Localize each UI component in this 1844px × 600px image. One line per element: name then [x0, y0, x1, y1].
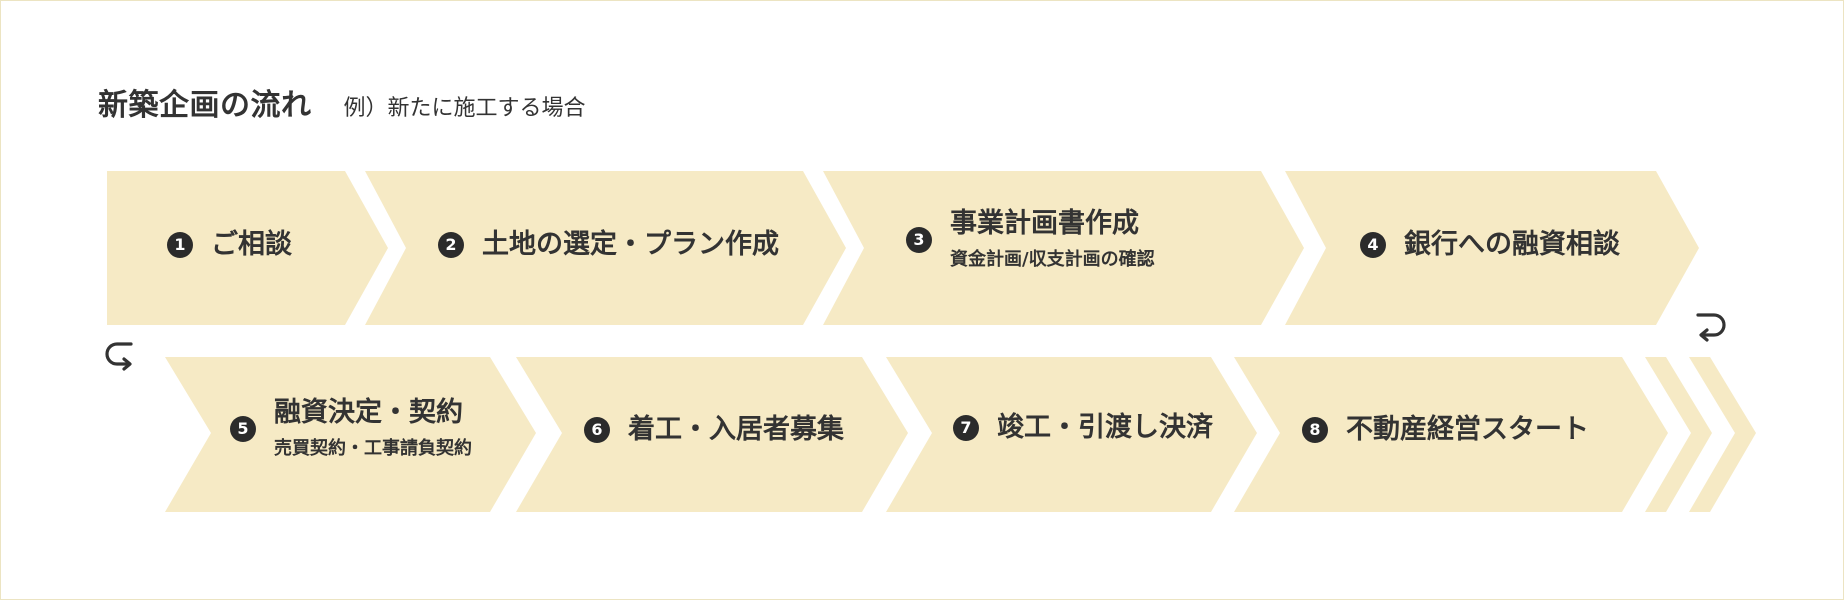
- step-7-shape: [886, 357, 1257, 512]
- step-sublabel: 売買契約・工事請負契約: [274, 438, 472, 460]
- step-label: 不動産経営スタート: [1346, 414, 1589, 445]
- step-3-shape: [823, 171, 1304, 325]
- header: 新築企画の流れ 例）新たに施工する場合: [98, 80, 586, 124]
- return-arrow-icon: [1696, 313, 1726, 342]
- step-number-badge: 3: [906, 226, 932, 253]
- return-arrow-icon: [105, 342, 133, 371]
- step-sublabel: 資金計画/収支計画の確認: [950, 249, 1155, 271]
- step-4-shape: [1285, 171, 1699, 325]
- page-title: 新築企画の流れ: [98, 88, 312, 123]
- step-number-badge: 8: [1302, 416, 1328, 443]
- trailing-chevron-1: [1645, 357, 1712, 512]
- step-8: 8 不動産経営スタート: [1302, 414, 1589, 445]
- step-5: 5 融資決定・契約 売買契約・工事請負契約: [230, 397, 472, 460]
- step-3: 3 事業計画書作成 資金計画/収支計画の確認: [906, 208, 1155, 271]
- step-6: 6 着工・入居者募集: [584, 414, 844, 445]
- step-label: 土地の選定・プラン作成: [482, 229, 779, 260]
- step-2-shape: [365, 171, 846, 325]
- step-number-badge: 4: [1360, 231, 1386, 258]
- step-4: 4 銀行への融資相談: [1360, 229, 1620, 260]
- step-1: 1 ご相談: [167, 229, 292, 260]
- step-5-shape: [165, 357, 536, 512]
- step-number-badge: 7: [953, 414, 979, 441]
- step-number-badge: 1: [167, 231, 193, 258]
- step-8-shape: [1234, 357, 1668, 512]
- step-7: 7 竣工・引渡し決済: [953, 412, 1213, 443]
- step-label: 事業計画書作成: [950, 208, 1139, 239]
- step-label: ご相談: [211, 229, 292, 260]
- step-number-badge: 5: [230, 415, 256, 442]
- step-6-shape: [516, 357, 908, 512]
- step-label: 銀行への融資相談: [1404, 229, 1620, 260]
- trailing-chevron-2: [1689, 357, 1756, 512]
- step-label: 竣工・引渡し決済: [997, 412, 1213, 443]
- step-1-shape: [107, 171, 388, 325]
- step-label: 着工・入居者募集: [628, 414, 844, 445]
- step-2: 2 土地の選定・プラン作成: [438, 229, 779, 260]
- step-number-badge: 2: [438, 231, 464, 258]
- page-subtitle: 例）新たに施工する場合: [343, 96, 586, 121]
- step-label: 融資決定・契約: [274, 397, 463, 428]
- step-number-badge: 6: [584, 416, 610, 443]
